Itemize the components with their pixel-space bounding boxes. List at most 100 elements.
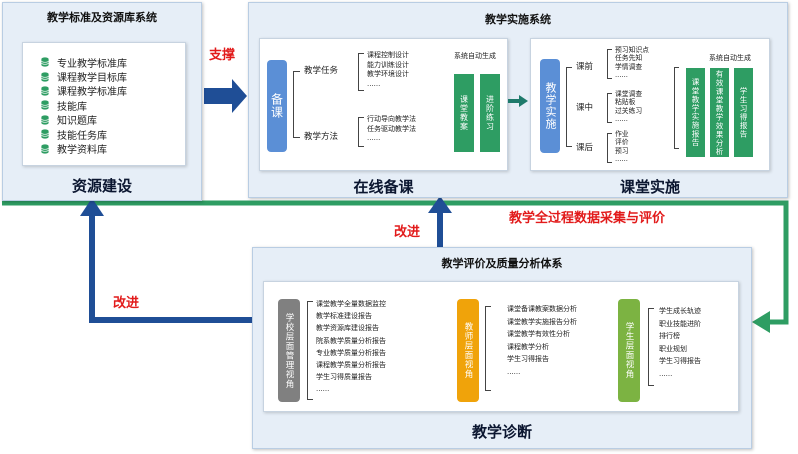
database-icon (41, 129, 49, 139)
implementation-panel-title: 教学实施系统 (485, 13, 551, 26)
prep-task-item: 能力训练设计 (367, 60, 409, 69)
teacher-view-item: 课堂备课教案数据分析 (507, 305, 577, 313)
class-during-item: 过关练习 (615, 106, 643, 115)
prep-task-bracket (358, 53, 364, 91)
teacher-view-items: 课堂备课教案数据分析课堂教学实施报告分析课堂教学有效性分析课程教学分析学生习得报… (507, 303, 577, 378)
student-view-item: 学生习得报告 (659, 357, 701, 365)
class-after-item: 预习 (615, 146, 629, 155)
resource-item: 课程教学标准库 (41, 84, 127, 98)
class-main-pill: 教学实施 (540, 59, 560, 153)
prep-branch-task: 教学任务 (304, 66, 339, 76)
resource-item: 技能任务库 (41, 127, 127, 142)
resource-list-card: 专业教学标准库课程教学目标库课程教学标准库技能库知识题库技能任务库教学资料库 (22, 42, 186, 166)
database-icon (41, 57, 49, 67)
class-output-implementation-report: 课堂教学实施报告 (686, 68, 705, 157)
prep-method-bracket (358, 117, 364, 147)
resource-item: 技能库 (41, 98, 127, 113)
student-view-item: ...... (659, 369, 673, 378)
class-branch-bracket (566, 67, 572, 147)
class-before-item: 预习知识点 (615, 46, 649, 54)
resource-item: 专业教学标准库 (41, 55, 127, 70)
prep-method-item: 任务驱动教学法 (367, 124, 416, 133)
school-view-item: 学生习得质量报告 (316, 373, 372, 382)
diagnosis-panel: 教学评价及质量分析体系 学校层面管理视角 课堂教学全量数据监控教学标准建设报告教… (252, 247, 752, 449)
school-view-item: 专业教学质量分析报告 (316, 348, 386, 357)
class-during-item: 课堂调查 (615, 90, 643, 98)
class-output-bracket (674, 67, 679, 149)
teacher-view-item: 学生习得报告 (507, 355, 549, 363)
database-icon (41, 115, 49, 125)
prep-footer: 在线备课 (353, 178, 414, 196)
prep-output-lesson-plan: 课堂教案 (454, 74, 474, 152)
class-after-items: 作业评价预习...... (615, 130, 629, 163)
school-view-item: 课堂教学全量数据监控 (316, 300, 386, 308)
prep-task-item: ...... (367, 79, 381, 88)
support-label: 支撑 (209, 48, 236, 63)
improve-left-label: 改进 (113, 296, 140, 311)
resource-panel-footer: 资源建设 (71, 177, 132, 195)
prep-branch-bracket (293, 71, 300, 138)
teacher-view-item: 课堂教学有效性分析 (507, 330, 570, 338)
teacher-view-pill: 教师层面视角 (457, 299, 479, 402)
class-during-label: 课中 (576, 103, 594, 113)
class-before-label: 课前 (576, 62, 594, 72)
class-before-bracket (607, 49, 612, 79)
improve-left-line (89, 213, 252, 323)
diagnosis-panel-title: 教学评价及质量分析体系 (441, 257, 563, 270)
resource-item-label: 知识题库 (57, 116, 97, 128)
class-after-item: 作业 (615, 130, 629, 138)
class-card: 教学实施 课前 课中 课后 预习知识点任务先知学情调查...... 课堂调查粘贴… (530, 38, 770, 171)
prep-to-class-arrow (508, 95, 528, 107)
student-view-item: 职业规划 (659, 344, 687, 353)
class-auto-label: 系统自动生成 (709, 54, 751, 62)
database-icon (41, 143, 49, 154)
prep-method-item: 行动导向教学法 (367, 115, 416, 123)
student-view-item: 职业技能进阶 (659, 319, 701, 328)
prep-task-item: 课程控制设计 (367, 51, 409, 59)
data-collection-line (2, 200, 789, 325)
resource-item-label: 课程教学目标库 (57, 73, 127, 85)
prep-card: 备课 教学任务 教学方法 课程控制设计能力训练设计教学环境设计...... 行动… (259, 38, 508, 171)
data-collection-label: 教学全过程数据采集与评价 (509, 211, 666, 226)
class-before-item: ...... (615, 70, 628, 79)
prep-branch-method: 教学方法 (304, 132, 339, 142)
class-before-items: 预习知识点任务先知学情调查...... (615, 46, 649, 79)
prep-task-item: 教学环境设计 (367, 70, 409, 79)
school-view-item: 教学标准建设报告 (316, 312, 372, 321)
resource-list: 专业教学标准库课程教学目标库课程教学标准库技能库知识题库技能任务库教学资料库 (41, 55, 127, 156)
student-view-item: 学生成长轨迹 (659, 307, 701, 315)
diagnosis-card: 学校层面管理视角 课堂教学全量数据监控教学标准建设报告教学资源库建设报告院系教学… (263, 281, 739, 412)
prep-auto-label: 系统自动生成 (454, 52, 496, 60)
class-during-item: 粘贴板 (615, 98, 636, 107)
class-after-bracket (607, 133, 612, 163)
improve-mid-label: 改进 (394, 225, 421, 240)
improve-mid-arrowhead (428, 196, 452, 213)
class-during-bracket (607, 93, 612, 123)
class-during-item: ...... (615, 114, 628, 123)
resource-item-label: 教学资料库 (57, 145, 107, 157)
teacher-view-item: ...... (507, 367, 521, 376)
student-view-bracket (648, 308, 654, 386)
class-after-label: 课后 (576, 143, 594, 153)
class-output-student-report: 学生习得报告 (734, 68, 753, 157)
resource-item-label: 技能任务库 (57, 130, 107, 142)
resource-item-label: 技能库 (57, 101, 87, 113)
prep-method-item: ...... (367, 134, 381, 143)
class-during-items: 课堂调查粘贴板过关练习...... (615, 90, 642, 123)
student-view-item: 排行榜 (659, 332, 680, 340)
school-view-items: 课堂教学全量数据监控教学标准建设报告教学资源库建设报告院系教学质量分析报告专业教… (316, 298, 386, 396)
teacher-view-item: 课堂教学实施报告分析 (507, 317, 577, 326)
improve-left-arrowhead (80, 198, 104, 216)
database-icon (41, 71, 49, 82)
resource-item-label: 课程教学标准库 (57, 87, 127, 99)
school-view-item: 教学资源库建设报告 (316, 324, 379, 333)
diagnosis-footer: 教学诊断 (471, 423, 532, 441)
database-icon (41, 100, 49, 110)
school-view-item: 课程教学质量分析报告 (316, 361, 386, 370)
data-collection-arrowhead (752, 311, 770, 333)
class-footer: 课堂实施 (619, 178, 680, 196)
resource-panel-title: 教学标准及资源库系统 (47, 11, 157, 24)
school-view-item: 院系教学质量分析报告 (316, 336, 386, 345)
student-view-pill: 学生层面视角 (618, 299, 640, 402)
student-view-items: 学生成长轨迹职业技能进阶排行榜职业规划学生习得报告...... (659, 305, 701, 380)
